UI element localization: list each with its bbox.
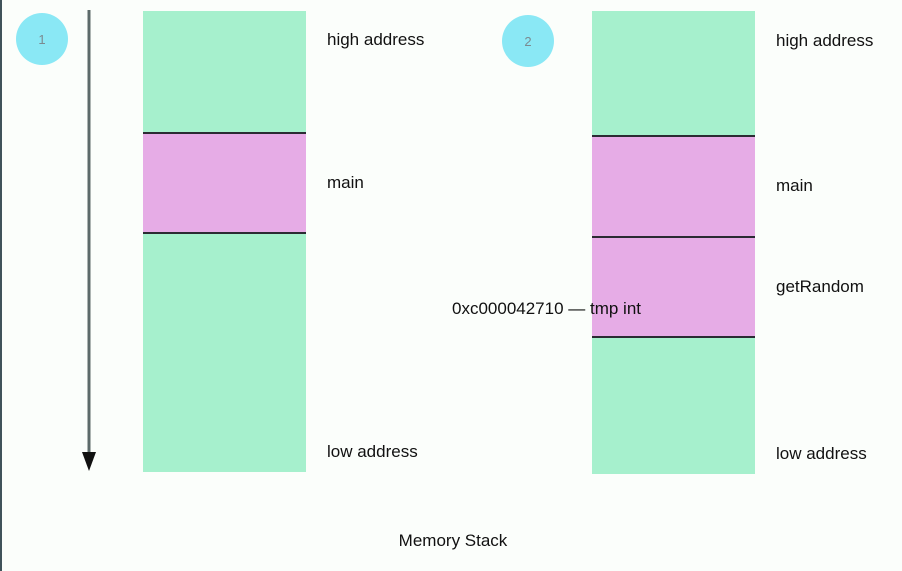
memory-stack-step-2 [592, 11, 755, 474]
stack-2-frame-getrandom [592, 236, 755, 338]
tmp-variable-address-annotation: 0xc000042710 — tmp int [452, 299, 642, 318]
stack-2-frame-main [592, 135, 755, 236]
stack-1-low-address-label: low address [327, 442, 418, 461]
stack-2-free-region-top [592, 11, 755, 135]
stack-2-getrandom-frame-label: getRandom [776, 277, 864, 296]
stack-2-free-region-bottom [592, 338, 755, 474]
step-badge-1: 1 [16, 13, 68, 65]
stack-2-low-address-label: low address [776, 444, 867, 463]
stack-1-main-frame-label: main [327, 173, 364, 192]
stack-2-main-frame-label: main [776, 176, 813, 195]
stack-1-high-address-label: high address [327, 30, 425, 49]
stack-1-free-region-top [143, 11, 306, 132]
memory-stack-step-1 [143, 11, 306, 472]
stack-growth-arrow-icon [78, 6, 102, 476]
stack-1-frame-main [143, 132, 306, 234]
diagram-caption: Memory Stack [398, 531, 508, 550]
step-badge-2: 2 [502, 15, 554, 67]
stack-2-high-address-label: high address [776, 31, 874, 50]
stack-1-free-region-bottom [143, 234, 306, 472]
